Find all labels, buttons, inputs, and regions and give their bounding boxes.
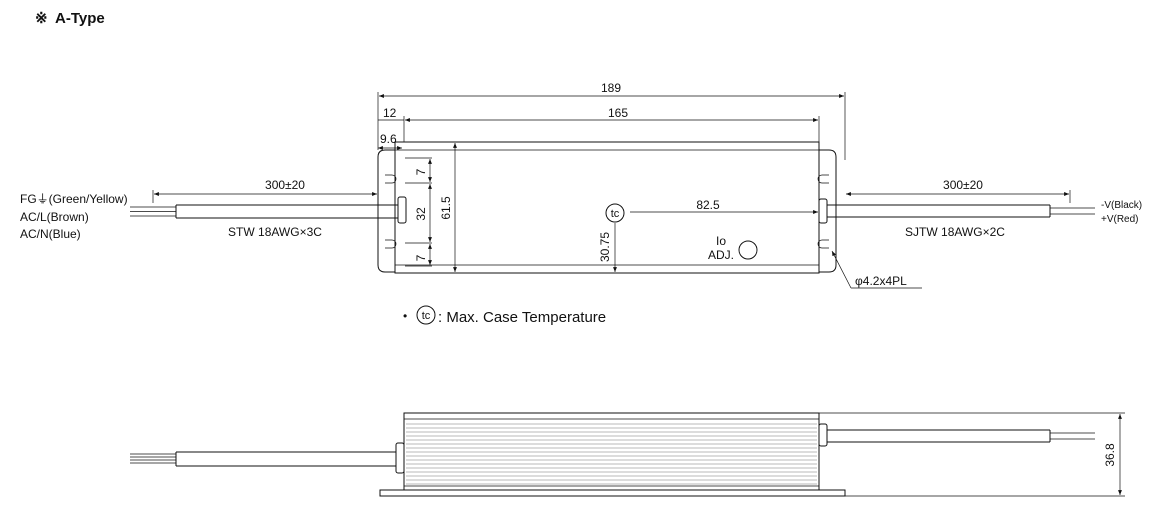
wire-label-acn: AC/N(Blue) (20, 227, 81, 241)
side-body-fins (406, 423, 817, 485)
legend-tc-icon (416, 305, 436, 325)
title-symbol: ※ (35, 10, 48, 27)
right-cable-spec: SJTW 18AWG×2C (905, 225, 1005, 239)
left-cable (130, 204, 398, 219)
tc-legend: • tc : Max. Case Temperature (403, 305, 606, 326)
right-cable (827, 204, 1095, 218)
side-left-gland (395, 442, 405, 474)
side-right-cable (827, 429, 1095, 443)
left-cable-spec: STW 18AWG×3C (228, 225, 322, 239)
legend-text: : Max. Case Temperature (438, 309, 606, 326)
dim-hole-span-label: 32 (414, 207, 428, 221)
dim-tc-vertical: 30.75 (598, 223, 617, 272)
wire-label-pos-v: +V(Red) (1101, 214, 1139, 225)
io-adj-label-line1: Io (716, 234, 726, 248)
dim-cable-gland: 12 (378, 106, 404, 121)
dim-cable-left-label: 300±20 (265, 178, 305, 192)
io-adj-label-line2: ADJ. (708, 248, 734, 262)
dim-mount-offset-label: 9.6 (380, 132, 397, 146)
dim-body-length: 165 (403, 106, 820, 142)
hole-callout-label: φ4.2x4PL (855, 274, 907, 288)
tc-marker-label: tc (611, 208, 620, 220)
dim-hole-edge-top-label: 7 (414, 168, 428, 175)
dim-cable-left: 300±20 (152, 178, 377, 203)
dim-side-height-label: 36.8 (1103, 443, 1117, 467)
dim-vertical-left: 7 32 7 61.5 (405, 143, 457, 272)
top-view: 189 165 12 9.6 7 32 (20, 81, 1142, 289)
right-cable-gland (818, 198, 828, 224)
left-mounting-flange (377, 149, 397, 273)
side-flange (379, 489, 846, 497)
dim-width-label: 61.5 (439, 196, 453, 220)
wire-label-acl: AC/L(Brown) (20, 210, 89, 224)
dim-side-height: 36.8 (819, 412, 1125, 497)
right-mounting-flange (817, 149, 837, 273)
dim-body-length-label: 165 (608, 106, 628, 120)
wire-label-neg-v: -V(Black) (1101, 200, 1142, 211)
dim-cable-gland-label: 12 (383, 106, 397, 120)
left-cable-gland (397, 196, 407, 224)
wire-label-fg: FG⏚(Green/Yellow) (20, 192, 128, 206)
dim-cable-right: 300±20 (846, 178, 1071, 203)
dim-tc-offset-label: 82.5 (696, 198, 720, 212)
legend-tc-symbol: tc (422, 310, 431, 322)
io-adj-potentiometer-icon (738, 240, 758, 260)
dim-tc-offset: 82.5 (630, 198, 818, 214)
dim-tc-vertical-label: 30.75 (598, 232, 612, 262)
side-left-cable (130, 451, 396, 467)
side-right-gland (818, 423, 828, 447)
page-title: A-Type (55, 10, 105, 27)
dim-mount-offset: 9.6 (378, 132, 402, 150)
legend-bullet: • (403, 309, 407, 323)
dim-overall-length: 189 (377, 81, 846, 160)
dim-hole-edge-bottom-label: 7 (414, 254, 428, 261)
side-view: 36.8 (130, 412, 1125, 497)
dim-cable-right-label: 300±20 (943, 178, 983, 192)
hole-callout: φ4.2x4PL (831, 250, 922, 289)
tc-marker-icon (605, 203, 625, 223)
dim-overall-length-label: 189 (601, 81, 621, 95)
side-body (403, 412, 820, 491)
